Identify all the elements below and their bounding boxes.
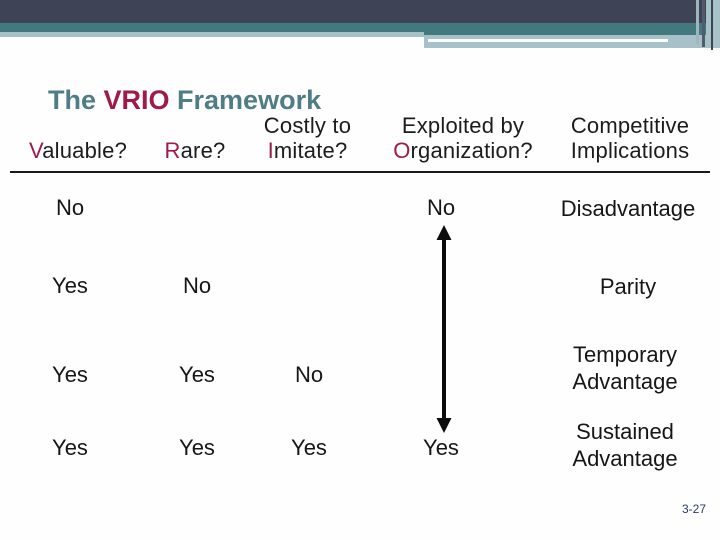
header-band-teal	[0, 23, 720, 32]
header-band-teal-extension	[424, 32, 720, 35]
column-header-imitate: Costly to Imitate?	[245, 113, 370, 163]
header-implications-line2: Implications	[570, 138, 690, 163]
column-header-valuable: Valuable?	[6, 138, 150, 163]
cell-r4-rare: Yes	[179, 435, 215, 460]
header-implications-line1: Competitive	[570, 113, 690, 138]
header-band-light-left	[0, 32, 424, 37]
header-initial-v: V	[28, 138, 43, 163]
header-rest-valuable: aluable?	[42, 138, 128, 163]
cell-r1-exploited: No	[426, 195, 456, 220]
header-initial-o: O	[393, 138, 411, 163]
column-header-rare: Rare?	[143, 138, 247, 163]
header-band-white-slit	[428, 39, 668, 42]
cell-r4-valuable: Yes	[52, 435, 88, 460]
header-rest-rare: are?	[180, 138, 226, 163]
title-suffix: Framework	[169, 85, 322, 116]
double-arrow-icon	[436, 225, 452, 433]
header-imitate-line1: Costly to	[263, 113, 352, 138]
cell-r1-valuable: No	[55, 195, 85, 220]
cell-r2-rare: No	[182, 273, 212, 298]
header-initial-r: R	[164, 138, 181, 163]
title-prefix: The	[48, 85, 104, 116]
header-corner-line-dark	[711, 0, 713, 50]
header-imitate-line2: Imitate?	[245, 138, 370, 163]
column-header-implications: Competitive Implications	[553, 113, 707, 163]
header-band-dark	[0, 0, 720, 23]
cell-r3-valuable: Yes	[52, 362, 88, 387]
cell-r4-implication: Sustained Advantage	[572, 419, 678, 471]
header-corner-stripe-light	[696, 0, 699, 44]
cell-r3-implication: Temporary Advantage	[572, 342, 678, 394]
cell-r2-implication: Parity	[599, 274, 657, 299]
title-accent: VRIO	[103, 85, 170, 116]
page-number: 3-27	[682, 502, 707, 516]
cell-r2-valuable: Yes	[52, 273, 88, 298]
cell-r4-imitate: Yes	[291, 435, 327, 460]
cell-r4-exploited: Yes	[423, 435, 459, 460]
header-underline	[10, 171, 710, 173]
header-corner-block-light	[706, 0, 720, 48]
header-corner-stripe-dark	[702, 0, 705, 47]
header-rest-imitate: mitate?	[273, 138, 348, 163]
header-exploited-line1: Exploited by	[401, 113, 525, 138]
page-title: The VRIO Framework	[48, 84, 321, 116]
header-rest-exploited: rganization?	[410, 138, 533, 163]
column-header-exploited: Exploited by Organization?	[383, 113, 543, 163]
cell-r3-rare: Yes	[179, 362, 215, 387]
header-exploited-line2: Organization?	[383, 138, 543, 163]
cell-r3-imitate: No	[294, 362, 324, 387]
header-initial-i: I	[267, 138, 274, 163]
cell-r1-implication: Disadvantage	[560, 196, 696, 221]
